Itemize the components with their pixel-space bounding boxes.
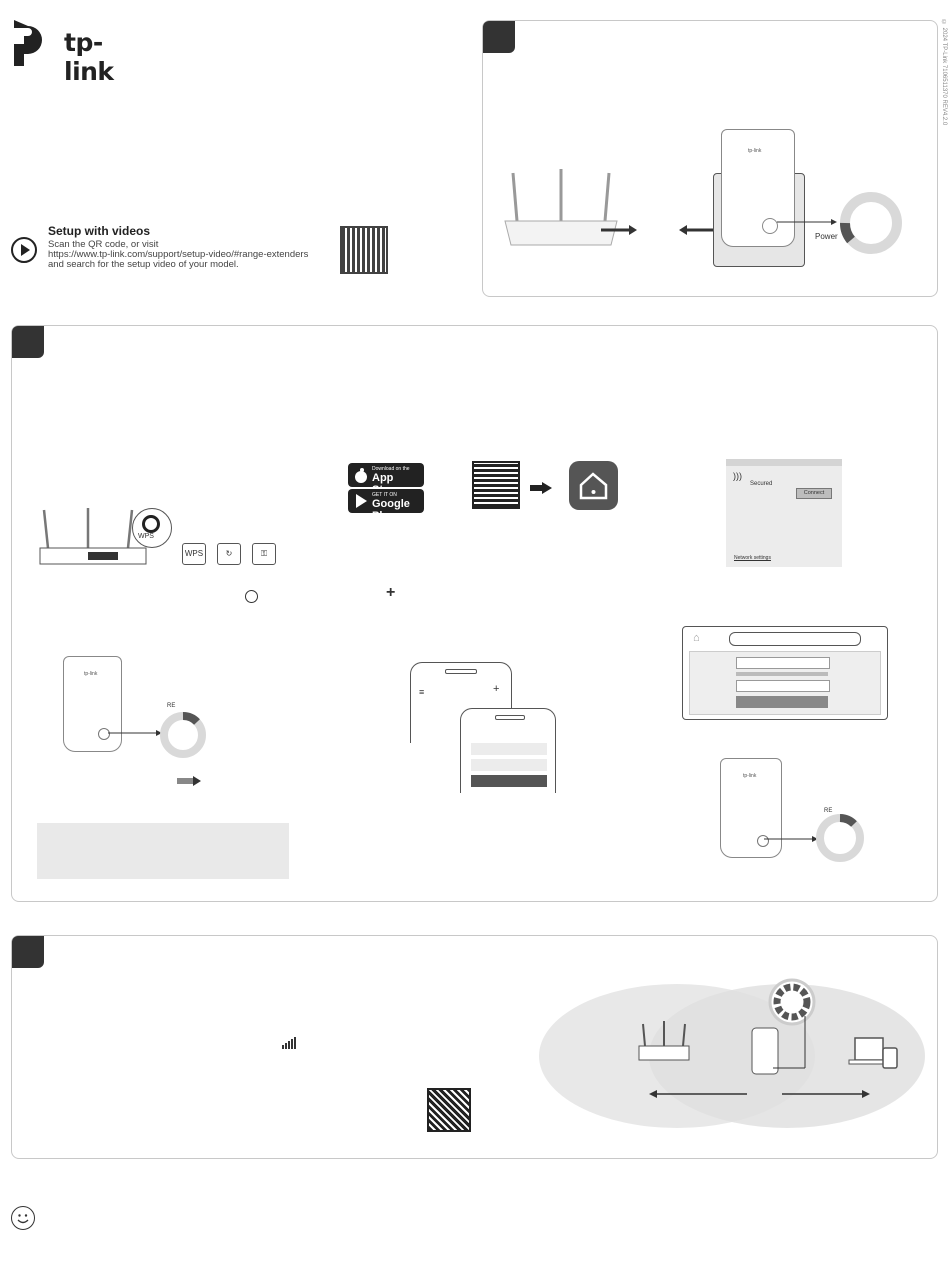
qr-code-relocate: [427, 1088, 471, 1132]
signal-bars-icon: [282, 1036, 298, 1049]
app-store-small: Download on the: [372, 466, 410, 472]
step-tab-1: [483, 21, 515, 53]
re-led-ring-right: [816, 814, 864, 862]
range-extender-right: tp-link: [720, 758, 782, 858]
password-field-2[interactable]: [736, 680, 830, 692]
browser-window: ⌂: [682, 626, 888, 720]
setup-videos-line1: Scan the QR code, or visit: [48, 239, 159, 250]
sync-key: ↻: [217, 543, 241, 565]
network-settings-link[interactable]: Network settings: [734, 555, 771, 561]
led-cluster: [762, 218, 778, 234]
wps-label: WPS: [138, 533, 154, 540]
arrow-right: [601, 225, 637, 235]
password-field-1[interactable]: [736, 657, 830, 669]
device-list-item-2[interactable]: [471, 759, 547, 771]
re-label-left: RE: [167, 703, 176, 709]
step-tab-3: [12, 936, 44, 968]
password-strength: [736, 672, 828, 676]
power-pointer: [777, 219, 837, 225]
router-wps-illustration: [39, 508, 147, 565]
login-panel: [689, 651, 881, 715]
brand-name: tp-link: [64, 28, 114, 86]
coverage-illustration: [539, 978, 925, 1128]
add-plus-icon: +: [493, 683, 500, 695]
device-list-item-1[interactable]: [471, 743, 547, 755]
google-play-big: Google Play: [372, 498, 410, 522]
range-extender-left: tp-link: [63, 656, 122, 752]
wifi-card: ))) Secured Connect Network settings: [726, 459, 842, 567]
device-list-item-3[interactable]: [471, 775, 547, 787]
tether-app-icon[interactable]: [569, 461, 618, 510]
re-pointer-right: [764, 836, 818, 842]
tp-link-logo: tp-link: [10, 20, 140, 86]
re-label-right: RE: [824, 808, 833, 814]
connect-button[interactable]: Connect: [796, 488, 832, 499]
laptop-small: [848, 1037, 898, 1069]
power-label: Power: [815, 232, 838, 241]
qr-code-app: [472, 461, 520, 509]
tp-link-logo-icon: [14, 20, 42, 66]
setup-videos-line3: and search for the setup video of your m…: [48, 259, 239, 270]
wps-button-icon: [142, 515, 160, 533]
arrow-left: [679, 225, 715, 235]
smile-icon: [11, 1206, 35, 1230]
login-button[interactable]: [736, 696, 828, 708]
google-play-small: GET IT ON: [372, 492, 397, 498]
menu-icon: ≡: [419, 687, 425, 697]
copyright: © 2024 TP-Link 7106511370 REV4.2.0: [941, 20, 947, 126]
app-store-button[interactable]: Download on the App Store: [348, 463, 424, 496]
wps-key: WPS: [182, 543, 206, 565]
setup-videos-link[interactable]: https://www.tp-link.com/support/setup-vi…: [48, 249, 309, 260]
fade-arrow: [177, 776, 201, 786]
panel-relocate: [11, 935, 938, 1159]
extender-small: [751, 1027, 779, 1075]
panel-setup: WPS WPS ↻ ⚿ tp-link RE Download on the A…: [11, 325, 938, 902]
panel-power-on: tp-link Power: [482, 20, 938, 297]
re-pointer-left: [108, 730, 162, 736]
phone-front: [460, 708, 556, 793]
re-led-ring-left: [160, 711, 206, 758]
secured-text: Secured: [750, 481, 773, 487]
note-box: [37, 823, 289, 879]
plus-icon: +: [386, 584, 396, 601]
google-play-button[interactable]: GET IT ON Google Play: [348, 489, 424, 522]
wifi-icon: ))): [733, 471, 742, 481]
step-tab-2: [12, 326, 44, 358]
home-icon: ⌂: [693, 632, 700, 644]
power-led-ring: [840, 192, 902, 254]
qr-code-videos: [340, 226, 388, 274]
range-extender-power: tp-link: [721, 129, 795, 247]
router-illustration: [504, 169, 618, 246]
setup-videos-title: Setup with videos: [48, 224, 151, 238]
arrow-to-app: [530, 482, 552, 494]
play-icon[interactable]: [11, 237, 37, 263]
small-wps-icon: [245, 590, 258, 603]
lock-key: ⚿: [252, 543, 276, 565]
address-bar[interactable]: [729, 632, 861, 646]
router-small: [638, 1021, 690, 1061]
wps-zoom-circle: WPS: [132, 508, 172, 548]
